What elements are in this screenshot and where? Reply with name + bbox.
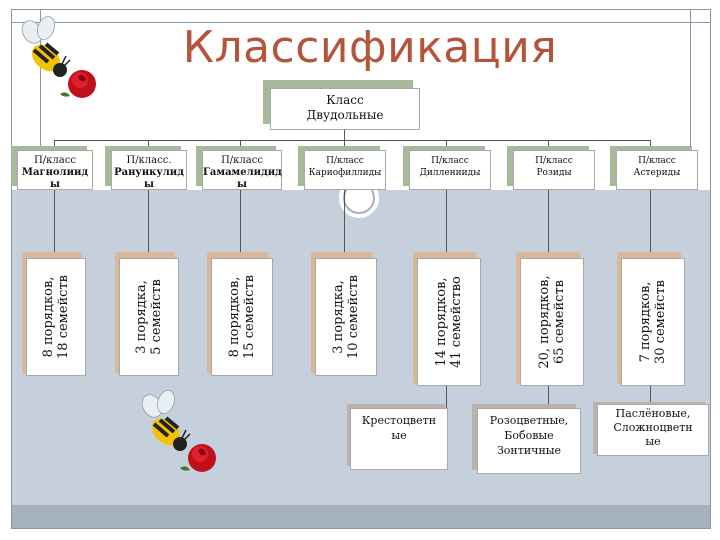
subclass-6-name: Розиды (536, 168, 572, 178)
connector-count-5 (446, 190, 447, 260)
example-2-line3: Зонтичные (496, 444, 562, 457)
subclass-3-name: Гамамелидид ы (203, 167, 282, 190)
connector-count-4 (344, 190, 345, 260)
count-box-6: 20, порядков,65 семейств (520, 258, 584, 386)
subclass-4-name: Кариофиллиды (308, 168, 382, 178)
connector-drop-2 (148, 140, 149, 150)
connector-example-1 (446, 386, 447, 408)
connector-horizontal (54, 140, 650, 141)
count-3-families: 15 семейств (242, 275, 257, 359)
subclass-2: П/класс. Ранункулид ы (111, 150, 187, 190)
example-2-line2: Бобовые (504, 429, 554, 442)
connector-drop-5 (446, 140, 447, 150)
count-6-orders: 20, порядков, (537, 275, 552, 369)
subclass-5-name: Дилленииды (419, 168, 481, 178)
example-box-1: Крестоцветн ые (350, 408, 448, 470)
subclass-1-label: П/класс (34, 155, 76, 166)
connector-drop-6 (548, 140, 549, 150)
subclass-7-label: П/класс (638, 156, 676, 166)
connector-drop-7 (650, 140, 651, 150)
count-5-orders: 14 порядков, (434, 277, 449, 367)
connector-example-3 (650, 386, 651, 408)
example-1-line2: ые (391, 429, 407, 442)
frame-line-right (690, 10, 691, 190)
subclass-5: П/класс Дилленииды (409, 150, 491, 190)
bee-rose-icon-2 (141, 389, 216, 472)
root-line2: Двудольные (306, 108, 384, 122)
connector-root-down (344, 130, 345, 140)
bottom-band (12, 505, 710, 528)
bee-icon (21, 15, 71, 77)
subclass-1-name: Магнолиид ы (21, 167, 89, 190)
count-4-orders: 3 порядка, (331, 280, 346, 354)
count-box-1: 8 порядков,18 семейств (26, 258, 86, 376)
subclass-4-label: П/класс (326, 156, 364, 166)
count-1-families: 18 семейств (56, 275, 71, 359)
subclass-7-name: Астериды (633, 168, 681, 178)
subclass-6-label: П/класс (535, 156, 573, 166)
connector-count-7 (650, 190, 651, 260)
rose-icon (180, 444, 216, 472)
bee-icon (141, 389, 191, 451)
connector-count-6 (548, 190, 549, 260)
root-node: Класс Двудольные (270, 88, 420, 130)
subclass-4: П/класс Кариофиллиды (304, 150, 386, 190)
example-2-line1: Розоцветные, (489, 414, 569, 427)
subclass-7: П/класс Астериды (616, 150, 698, 190)
connector-drop-1 (54, 140, 55, 150)
count-box-2: 3 порядка,5 семейств (119, 258, 179, 376)
count-3-orders: 8 порядков, (227, 276, 242, 358)
example-1-line1: Крестоцветн (361, 414, 437, 427)
connector-drop-4 (344, 140, 345, 150)
root-line1: Класс (326, 93, 364, 107)
connector-drop-3 (240, 140, 241, 150)
count-5-families: 41 семейство (449, 276, 464, 368)
count-2-families: 5 семейств (149, 279, 164, 355)
example-3-line3: ые (645, 435, 661, 448)
count-box-4: 3 порядка,10 семейств (315, 258, 377, 376)
frame-line-top (12, 22, 710, 23)
subclass-1: П/класс Магнолиид ы (17, 150, 93, 190)
connector-count-3 (240, 190, 241, 260)
example-3-line2: Сложноцветн (613, 421, 693, 434)
count-2-orders: 3 порядка, (134, 280, 149, 354)
connector-example-2 (548, 386, 549, 408)
count-7-families: 30 семейств (653, 280, 668, 364)
example-box-2: Розоцветные, Бобовые Зонтичные (477, 408, 581, 474)
count-box-3: 8 порядков,15 семейств (211, 258, 273, 376)
subclass-2-label: П/класс. (126, 155, 172, 166)
count-1-orders: 8 порядков, (41, 276, 56, 358)
connector-count-1 (54, 190, 55, 260)
frame-line-left (40, 10, 41, 190)
subclass-3: П/класс Гамамелидид ы (202, 150, 282, 190)
subclass-2-name: Ранункулид ы (114, 167, 184, 190)
subclass-3-label: П/класс (221, 155, 263, 166)
subclass-5-label: П/класс (431, 156, 469, 166)
slide-frame (11, 9, 711, 529)
subclass-6: П/класс Розиды (513, 150, 595, 190)
slide-title: Классификация (182, 22, 558, 73)
connector-count-2 (148, 190, 149, 260)
count-box-7: 7 порядков,30 семейств (621, 258, 685, 386)
count-box-5: 14 порядков,41 семейство (417, 258, 481, 386)
rose-icon (60, 70, 96, 98)
count-7-orders: 7 порядков, (638, 281, 653, 363)
bee-rose-icon (21, 15, 96, 98)
count-6-families: 65 семейств (552, 280, 567, 364)
count-4-families: 10 семейств (346, 275, 361, 359)
example-box-3: Паслёновые, Сложноцветн ые (597, 404, 709, 456)
example-3-line1: Паслёновые, (615, 407, 691, 420)
